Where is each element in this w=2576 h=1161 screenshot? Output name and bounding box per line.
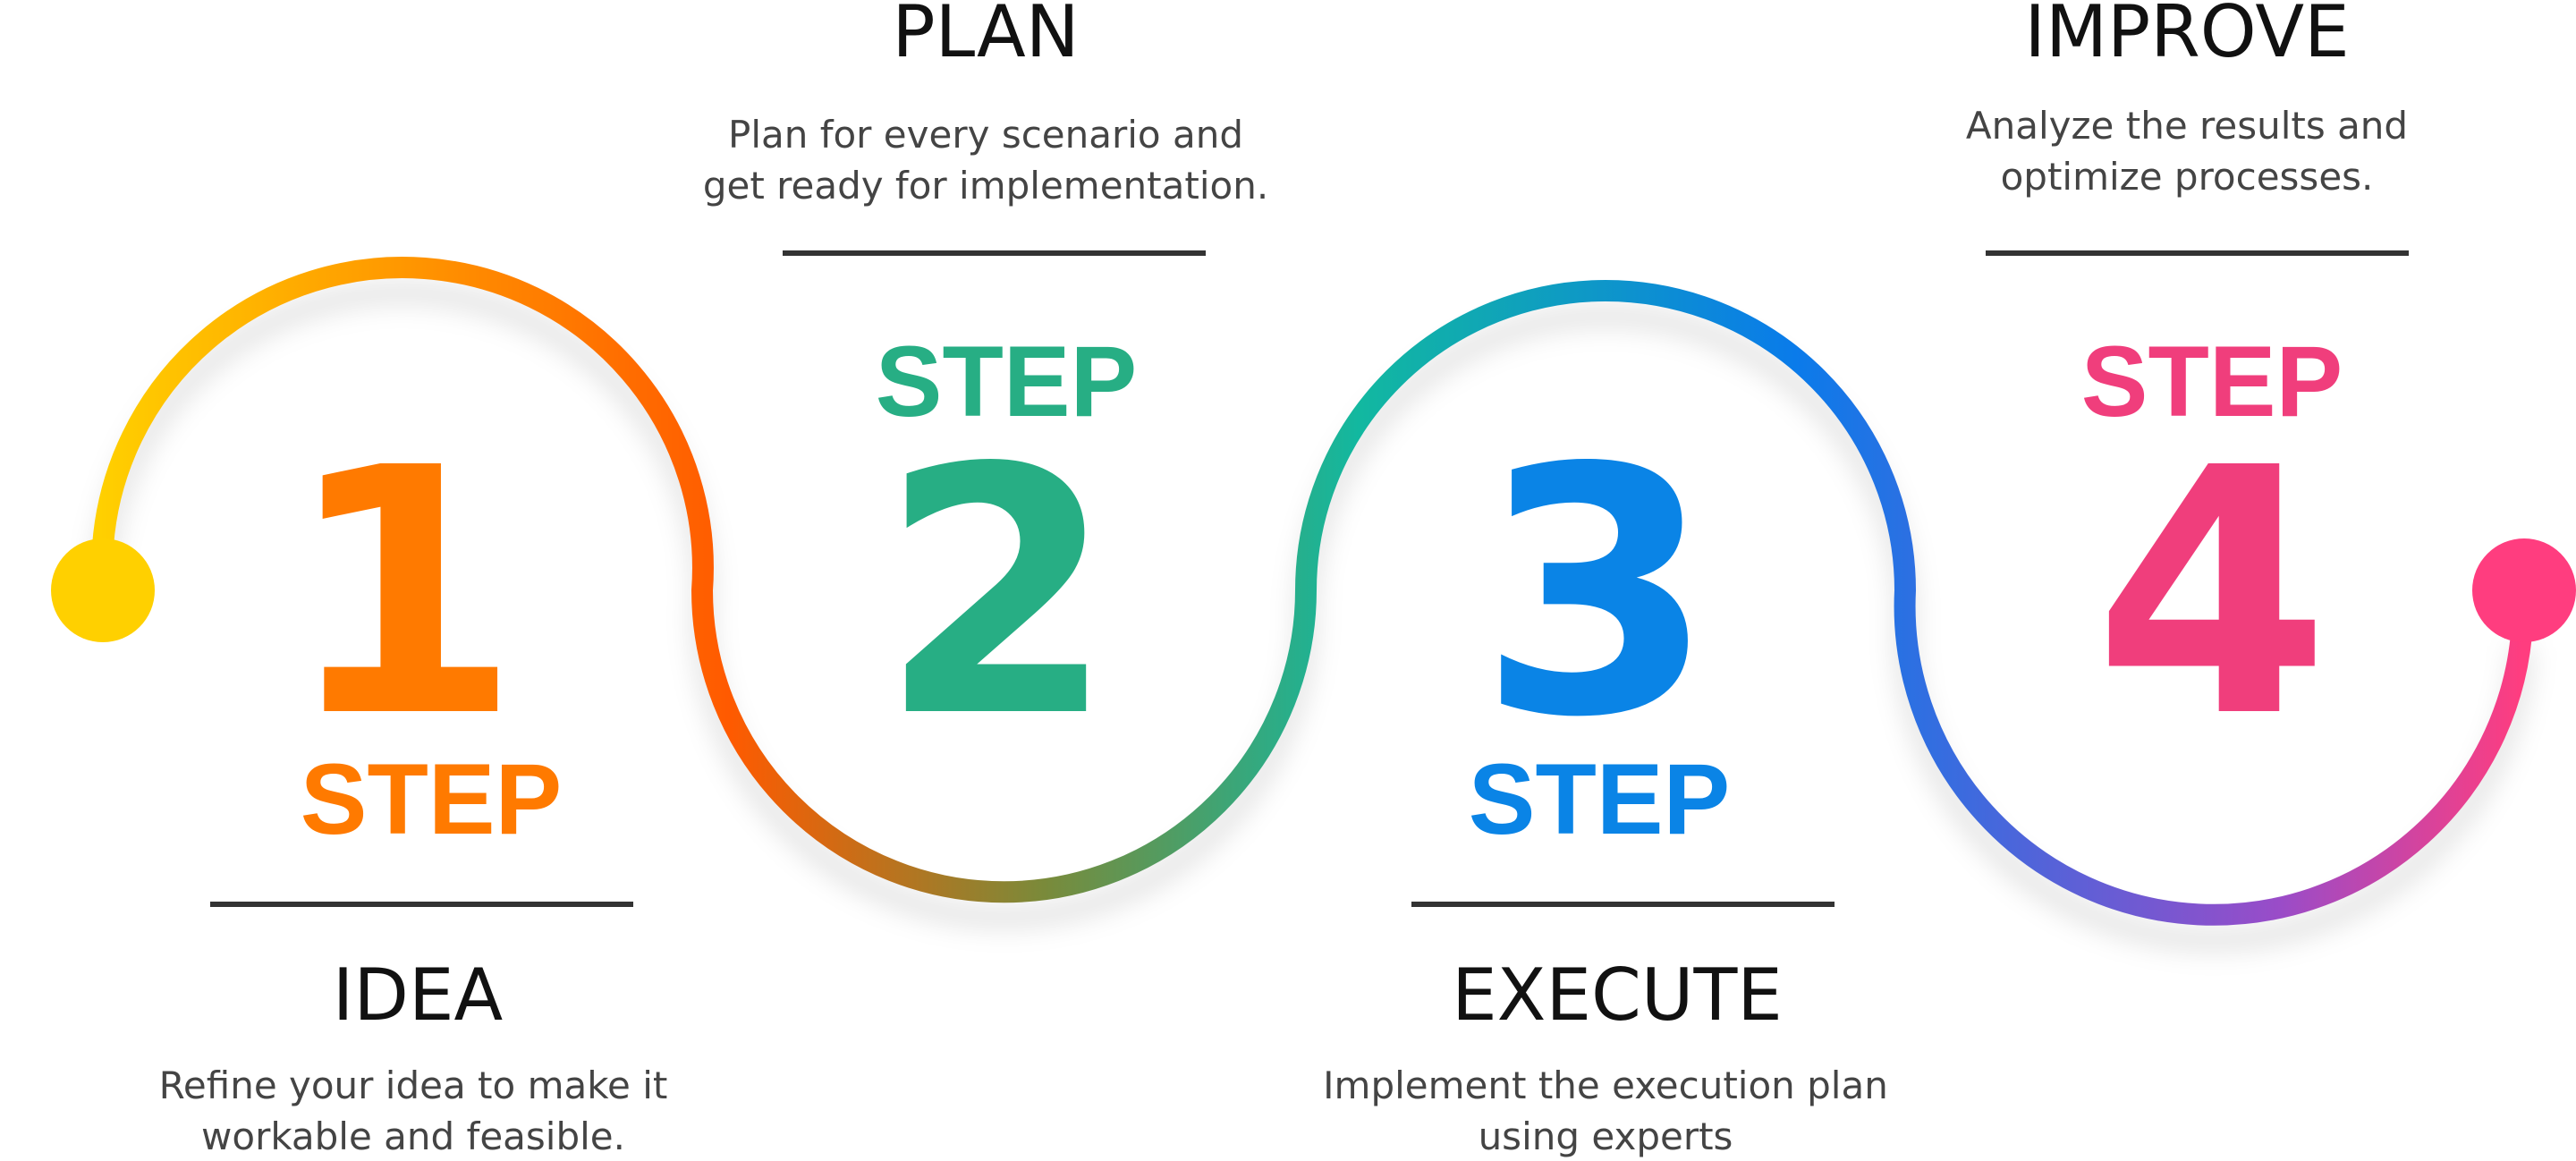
step-3-label: STEP	[1469, 743, 1731, 855]
step-1-title: IDEA	[333, 953, 504, 1037]
start-dot	[51, 538, 155, 642]
step-1-divider	[210, 902, 633, 907]
step-2-number: 2	[879, 395, 1115, 792]
step-3-desc-line2: using experts	[1479, 1114, 1733, 1158]
step-1-number: 1	[284, 395, 521, 792]
step-2-title: PLAN	[892, 0, 1079, 73]
step-2: PLAN Plan for every scenario and get rea…	[703, 0, 1268, 792]
step-3-desc-line1: Implement the execution plan	[1323, 1064, 1888, 1107]
step-4: IMPROVE Analyze the results and optimize…	[1966, 0, 2409, 792]
wave-line	[92, 257, 2533, 926]
step-2-desc-line2: get ready for implementation.	[703, 164, 1268, 208]
step-1-desc-line2: workable and feasible.	[201, 1114, 625, 1158]
step-4-desc-line2: optimize processes.	[2001, 155, 2374, 199]
step-3-divider	[1411, 902, 1835, 907]
step-2-divider	[783, 250, 1206, 256]
step-4-label: STEP	[2081, 326, 2343, 437]
step-3: 3 STEP EXECUTE Implement the execution p…	[1323, 395, 1888, 1158]
step-4-number: 4	[2094, 395, 2330, 792]
step-4-title: IMPROVE	[2024, 0, 2349, 73]
step-3-title: EXECUTE	[1452, 953, 1783, 1037]
step-4-desc-line1: Analyze the results and	[1966, 104, 2408, 148]
step-3-number: 3	[1479, 395, 1715, 792]
end-dot	[2472, 538, 2576, 642]
step-1-desc-line1: Refine your idea to make it	[159, 1064, 668, 1107]
step-4-divider	[1986, 250, 2409, 256]
step-2-desc-line1: Plan for every scenario and	[728, 113, 1243, 157]
step-1-label: STEP	[301, 743, 563, 855]
step-2-label: STEP	[876, 326, 1138, 437]
step-1: 1 STEP IDEA Refine your idea to make it …	[159, 395, 668, 1158]
